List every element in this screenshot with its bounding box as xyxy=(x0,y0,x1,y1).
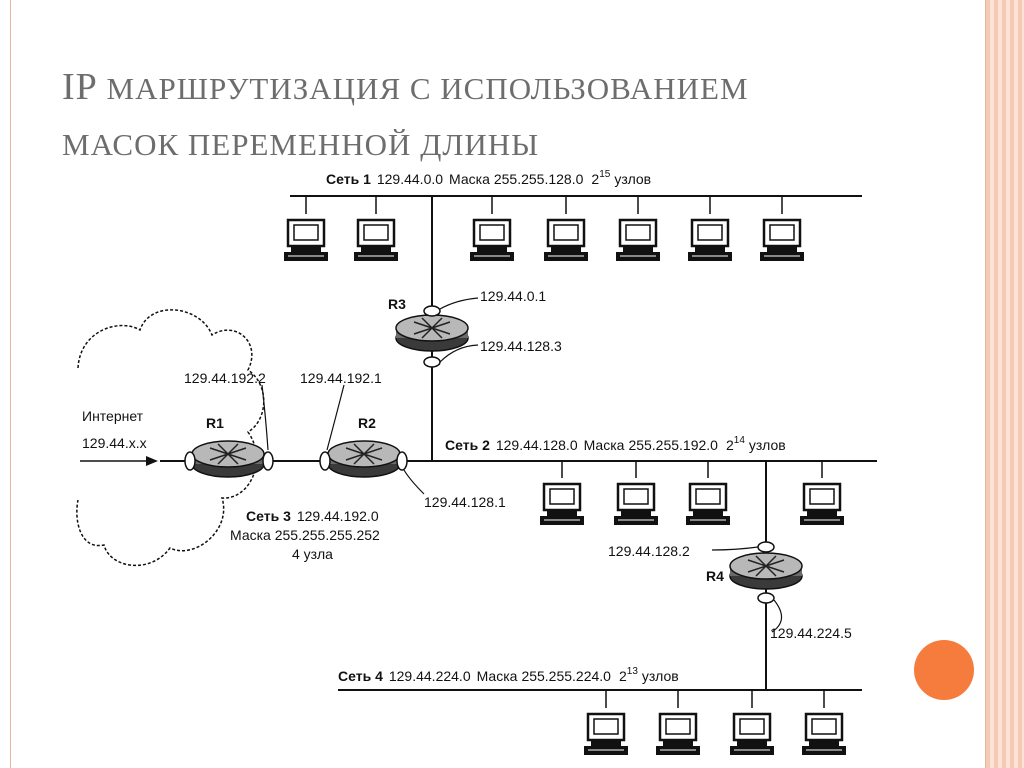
r4-if-net4: 129.44.224.5 xyxy=(770,625,852,641)
net2-computers xyxy=(538,461,846,527)
title-line1: МАРШРУТИЗАЦИЯ С ИСПОЛЬЗОВАНИЕМ xyxy=(97,71,749,106)
r4-if-net2: 129.44.128.2 xyxy=(608,543,690,559)
router-r2 xyxy=(319,440,408,478)
router-r3 xyxy=(395,305,469,368)
net3-mask: Маска 255.255.255.252 xyxy=(230,527,380,543)
net4-computers xyxy=(582,690,848,757)
router-r1 xyxy=(184,440,274,478)
r3-label: R3 xyxy=(388,296,406,312)
r3-if-net1: 129.44.0.1 xyxy=(480,288,546,304)
r2-if-net3: 129.44.192.1 xyxy=(300,370,382,386)
r1-if-out: 129.44.192.2 xyxy=(184,370,266,386)
accent-circle xyxy=(914,640,974,700)
slide-border xyxy=(10,0,986,768)
net1-computers xyxy=(282,196,806,263)
r3-if-net2: 129.44.128.3 xyxy=(480,338,562,354)
page-title: IP МАРШРУТИЗАЦИЯ С ИСПОЛЬЗОВАНИЕМ МАСОК … xyxy=(62,62,882,170)
r4-label: R4 xyxy=(706,568,724,584)
router-r4 xyxy=(729,541,803,604)
title-ip: IP xyxy=(62,66,98,108)
internet-cloud xyxy=(76,309,265,566)
decorative-stripes xyxy=(986,0,1024,768)
r2-label: R2 xyxy=(358,415,376,431)
internet-address: 129.44.x.x xyxy=(82,435,147,451)
title-line2: МАСОК ПЕРЕМЕННОЙ ДЛИНЫ xyxy=(62,127,540,162)
r2-if-net2: 129.44.128.1 xyxy=(424,494,506,510)
net3-nodes: 4 узла xyxy=(292,546,333,562)
r1-label: R1 xyxy=(206,415,224,431)
internet-label: Интернет xyxy=(82,408,144,424)
